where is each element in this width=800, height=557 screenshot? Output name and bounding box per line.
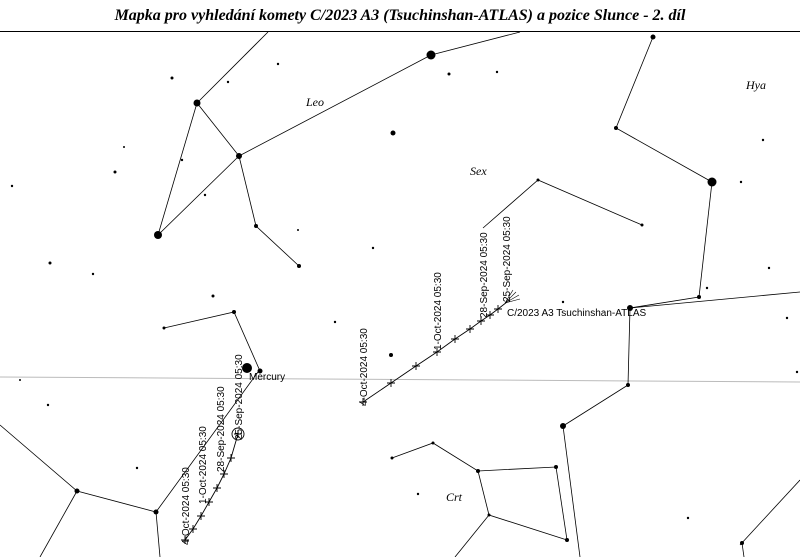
comet-date-label: 28-Sep-2024 05:30 — [479, 232, 490, 318]
comet-date-label: 4-Oct-2024 05:30 — [359, 328, 370, 406]
sun-date-label: 1-Oct-2024 05:30 — [198, 426, 209, 504]
sun-symbol-icon — [231, 427, 245, 441]
constellation-label-leo: Leo — [305, 95, 324, 109]
mercury-icon — [242, 363, 252, 373]
comet-path — [359, 289, 521, 406]
constellation-label-crt: Crt — [446, 490, 463, 504]
sun-date-label: 4-Oct-2024 05:30 — [181, 467, 192, 545]
sun-path — [181, 427, 245, 544]
constellation-label-sex: Sex — [470, 164, 487, 178]
chart-title: Mapka pro vyhledání komety C/2023 A3 (Ts… — [0, 0, 800, 32]
ecliptic-line — [0, 376, 800, 383]
mercury-label: Mercury — [249, 372, 285, 383]
comet-date-label: 1-Oct-2024 05:30 — [433, 272, 444, 350]
comet-date-label: 25-Sep-2024 05:30 — [502, 216, 513, 302]
comet-name-label: C/2023 A3 Tsuchinshan-ATLAS — [507, 308, 646, 319]
constellation-lines — [0, 31, 800, 557]
sun-date-label: 28-Sep-2024 05:30 — [216, 386, 227, 472]
stars — [10, 34, 799, 545]
sun-date-label: 25-Sep-2024 05:30 — [234, 354, 245, 440]
constellation-label-hya: Hya — [745, 78, 766, 92]
